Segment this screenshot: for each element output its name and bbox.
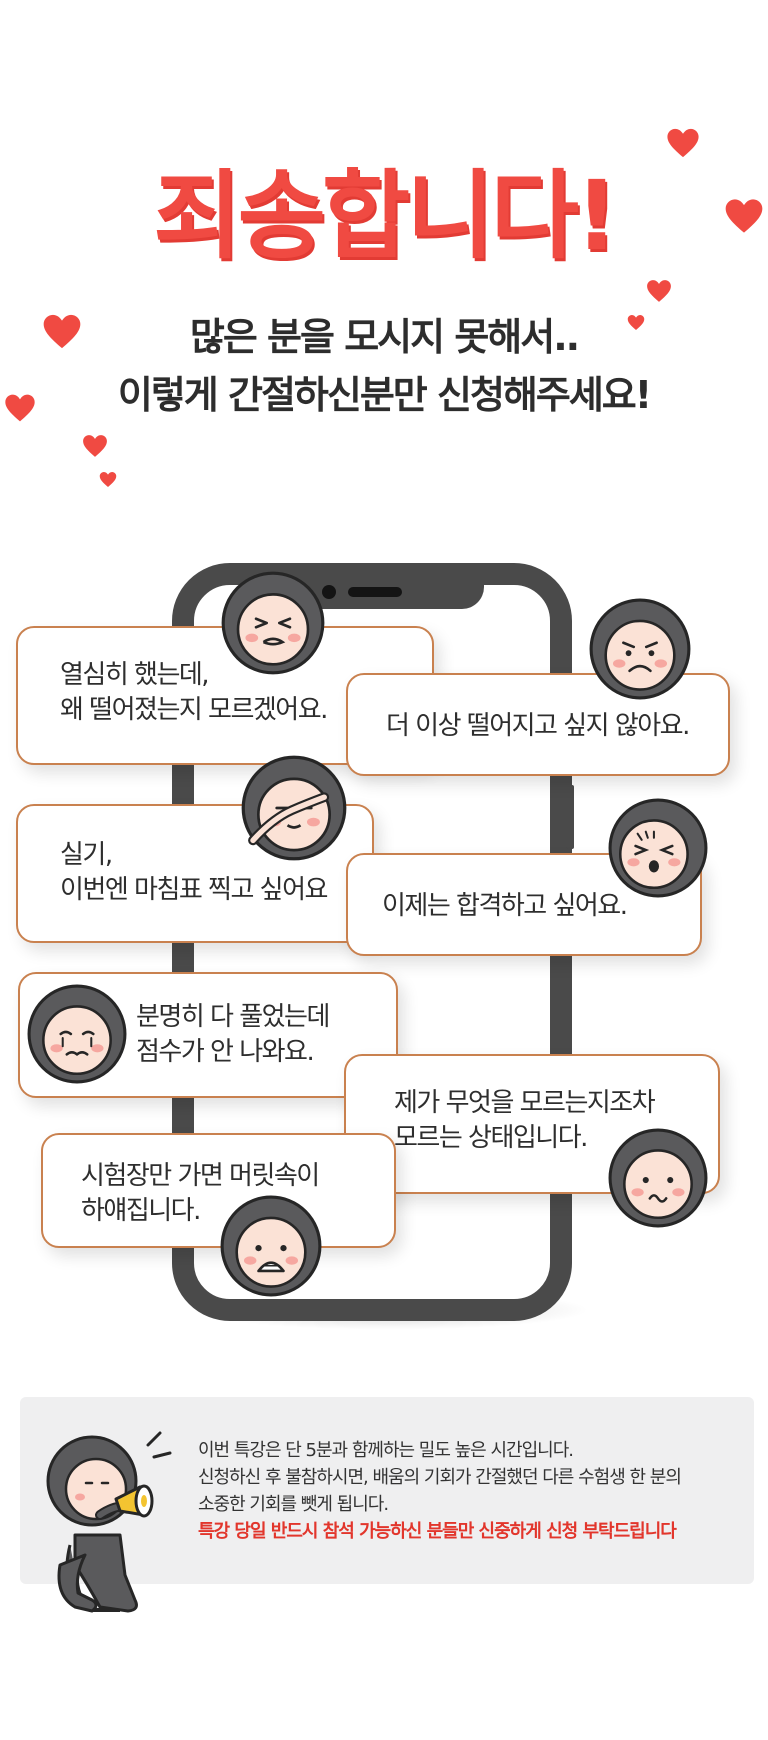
heart-icon — [667, 128, 699, 158]
bubble-text-line2: 점수가 안 나와요. — [136, 1037, 315, 1067]
bubble-text-line2: 이번엔 마침표 찍고 싶어요 — [60, 875, 328, 905]
heart-icon — [627, 315, 645, 330]
phone-side-button — [566, 785, 574, 849]
determined-face-icon — [608, 798, 708, 898]
comment-bubble: 이제는 합격하고 싶어요. — [346, 853, 702, 956]
notice-line-3: 소중한 기회를 뺏게 됩니다. — [198, 1494, 389, 1515]
scared-face-icon — [220, 1195, 322, 1297]
bubble-text-line1: 이제는 합격하고 싶어요. — [382, 891, 628, 921]
notice-line-1: 이번 특강은 단 5분과 함께하는 밀도 높은 시간입니다. — [198, 1440, 574, 1461]
heart-icon — [43, 314, 81, 349]
confused-face-icon — [608, 1128, 708, 1228]
bubble-text-line1: 시험장만 가면 머릿속이 — [81, 1161, 320, 1191]
speaker-icon — [348, 587, 402, 597]
heart-icon — [99, 472, 117, 487]
comment-bubble: 실기, 이번엔 마침표 찍고 싶어요 — [16, 804, 374, 943]
bubble-text-line1: 분명히 다 풀었는데 — [136, 1002, 330, 1032]
heart-icon — [5, 394, 35, 422]
bubble-text-line1: 제가 무엇을 모르는지조차 — [394, 1088, 656, 1118]
notice-box: 이번 특강은 단 5분과 함께하는 밀도 높은 시간입니다. 신청하신 후 불참… — [20, 1397, 754, 1584]
bubble-text-line1: 더 이상 떨어지고 싶지 않아요. — [386, 711, 690, 741]
notice-line-4: 특강 당일 반드시 참석 가능하신 분들만 신중하게 신청 부탁드립니다 — [198, 1521, 677, 1542]
megaphone-mascot-icon — [46, 1431, 172, 1613]
bubble-text-line2: 모르는 상태입니다. — [394, 1123, 588, 1153]
subtitle-line-2: 이렇게 간절하신분만 신청해주세요! — [117, 373, 652, 417]
crying-face-icon — [27, 984, 127, 1084]
notice-line-2: 신청하신 후 불참하시면, 배움의 기회가 간절했던 다른 수험생 한 분의 — [198, 1467, 682, 1488]
worried-face-icon — [589, 598, 691, 700]
bubble-text-line1: 실기, — [60, 840, 113, 870]
bubble-text-line2: 하얘집니다. — [81, 1196, 201, 1226]
camera-icon — [322, 585, 336, 599]
page-title: 죄송합니다! — [153, 160, 618, 272]
bubble-text-line1: 열심히 했는데, — [60, 660, 210, 690]
heart-icon — [83, 435, 107, 457]
comment-bubble: 시험장만 가면 머릿속이 하얘집니다. — [41, 1133, 396, 1248]
bubble-text-line2: 왜 떨어졌는지 모르겠어요. — [60, 695, 328, 725]
thinking-face-icon — [241, 755, 347, 861]
heart-icon — [647, 280, 671, 302]
heart-icon — [725, 199, 763, 233]
subtitle-line-1: 많은 분을 모시지 못해서.. — [189, 315, 580, 359]
frustrated-face-icon — [221, 571, 325, 675]
